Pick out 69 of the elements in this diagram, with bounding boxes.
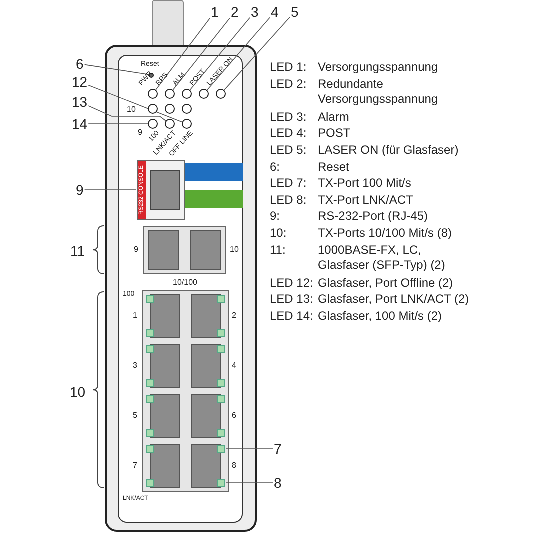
console-port [137, 160, 185, 220]
port-number: 7 [133, 461, 138, 472]
callout-number: 5 [291, 4, 299, 20]
callout-number: 4 [271, 4, 279, 20]
port-number: 10 [230, 245, 239, 256]
port-number: 6 [232, 411, 236, 422]
port-number: 8 [232, 461, 236, 472]
port-number: 4 [232, 361, 236, 372]
port-number: 9 [134, 245, 138, 256]
panel-label: 9 [138, 128, 142, 138]
legend-text: POST [318, 126, 352, 142]
port-number: 5 [133, 411, 138, 422]
leader-line [156, 18, 210, 90]
legend-key: 6: [270, 160, 280, 176]
legend-key: LED 5: [270, 143, 307, 159]
leader-line [224, 17, 290, 91]
leader-line [206, 17, 270, 91]
legend-key: 10: [270, 226, 287, 242]
callout-number: 3 [251, 4, 259, 20]
legend-text: Versorgungsspannung [318, 60, 440, 76]
callout-number: 12 [72, 74, 88, 90]
port-number: 1 [133, 311, 138, 322]
leader-line [190, 18, 250, 90]
legend-key: 9: [270, 209, 280, 225]
legend-key: LED 8: [270, 192, 307, 208]
leader-line [88, 106, 166, 122]
panel-label: 10/100 [173, 278, 198, 288]
panel-label: 10 [127, 105, 136, 116]
legend-key: LED 2: [270, 76, 307, 92]
legend-text: Redundante Versorgungsspannung [318, 76, 440, 108]
reset-button [148, 72, 154, 78]
callout-number: 9 [76, 182, 84, 198]
legend-key: LED 13: [270, 292, 314, 308]
legend-key: LED 7: [270, 176, 307, 192]
port-number: 3 [133, 361, 138, 372]
leader-line [84, 64, 149, 75]
legend-text: Glasfaser, Port LNK/ACT (2) [318, 292, 470, 308]
legend-key: LED 3: [270, 110, 307, 126]
callout-number: 10 [70, 383, 86, 402]
callout-number: 11 [70, 242, 86, 260]
legend-text: 1000BASE-FX, LC, Glasfaser (SFP-Typ) (2) [318, 242, 446, 274]
callout-number: 6 [76, 56, 84, 72]
legend-text: RS-232-Port (RJ-45) [318, 209, 430, 225]
callout-number: 2 [231, 4, 239, 20]
leader-line [226, 482, 274, 484]
legend-text: Alarm [318, 110, 350, 126]
legend-key: 11: [270, 242, 286, 258]
callout-number: 8 [274, 475, 282, 491]
legend-key: LED 12: [270, 276, 314, 292]
callout-number: 14 [72, 116, 88, 132]
port-number: 2 [232, 311, 236, 322]
legend-text: Reset [318, 160, 350, 176]
legend-key: LED 1: [270, 60, 307, 76]
led-indicator [217, 445, 225, 453]
callout-number: 1 [211, 4, 219, 20]
legend-key: LED 14: [270, 309, 314, 325]
legend-text: TX-Port LNK/ACT [318, 192, 414, 208]
legend-text: LASER ON (für Glasfaser) [318, 143, 460, 159]
legend-text: TX-Port 100 Mit/s [318, 176, 412, 192]
legend-text: TX-Ports 10/100 Mit/s (8) [318, 226, 454, 242]
legend-key: LED 4: [270, 126, 307, 142]
leader-line [226, 448, 274, 450]
leader-line [88, 85, 183, 123]
legend-text: Glasfaser, 100 Mit/s (2) [318, 309, 444, 325]
callout-number: 7 [274, 441, 282, 457]
callout-number: 13 [72, 94, 88, 110]
led-indicator [217, 479, 225, 487]
leader-line [172, 18, 230, 90]
legend-text: Glasfaser, Port Offline (2) [318, 276, 454, 292]
